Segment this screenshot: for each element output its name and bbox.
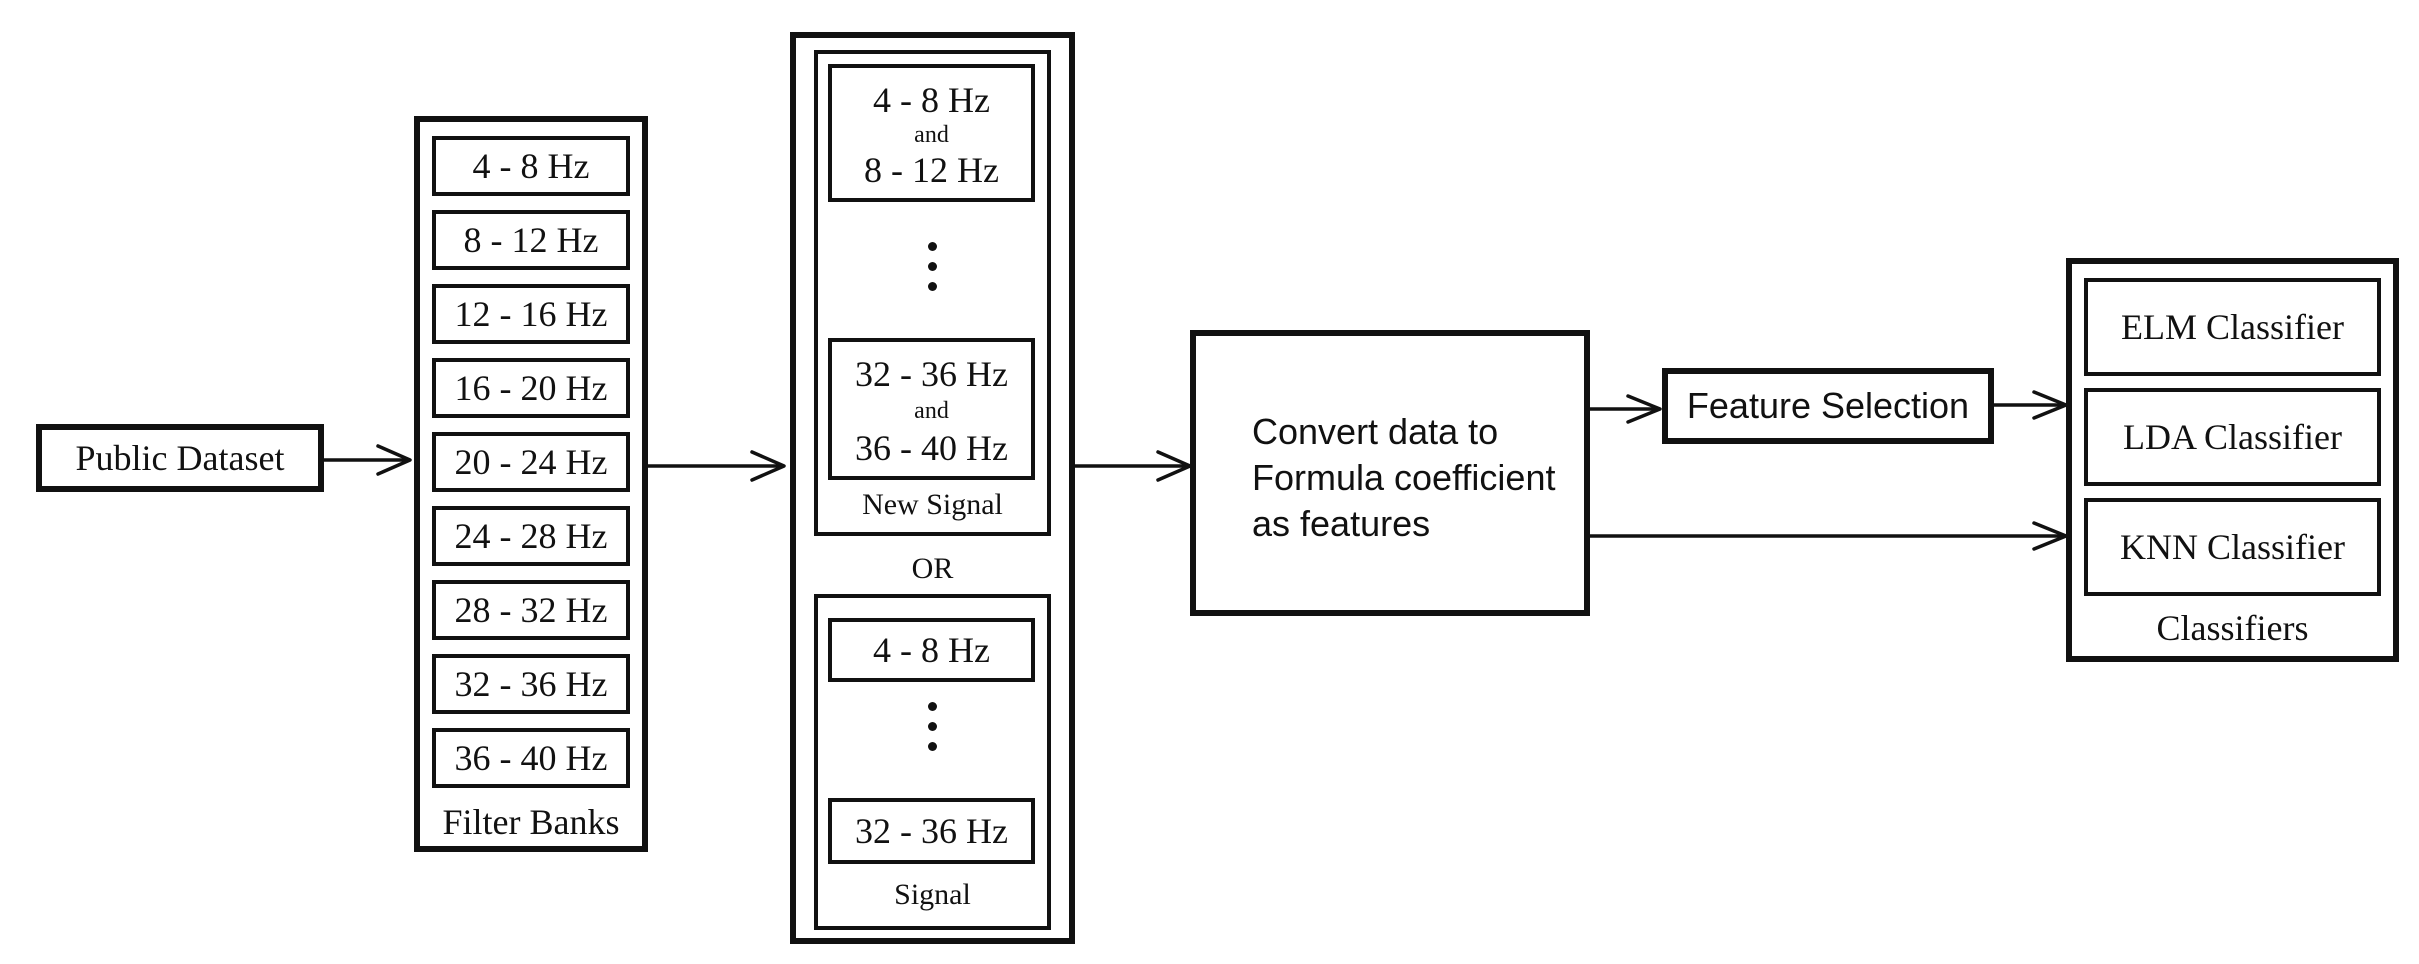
signal-first-band: 4 - 8 Hz xyxy=(828,618,1035,682)
signal-group: 4 - 8 Hz 32 - 36 Hz Signal xyxy=(814,594,1051,930)
signal-caption: Signal xyxy=(894,878,971,911)
classifier-label: ELM Classifier xyxy=(2121,307,2344,347)
new-signal-first-joiner: and xyxy=(914,122,949,148)
filter-band: 36 - 40 Hz xyxy=(432,728,630,788)
arrow-filterbanks-to-signal xyxy=(646,450,786,482)
filter-band: 24 - 28 Hz xyxy=(432,506,630,566)
new-signal-caption: New Signal xyxy=(862,488,1003,521)
filter-band-label: 20 - 24 Hz xyxy=(454,442,608,482)
public-dataset-box: Public Dataset xyxy=(36,424,324,492)
classifier-item: KNN Classifier xyxy=(2084,498,2381,596)
feature-selection-label: Feature Selection xyxy=(1686,385,1970,426)
convert-box: Convert data to Formula coefficient as f… xyxy=(1190,330,1590,616)
filter-banks-group: 4 - 8 Hz 8 - 12 Hz 12 - 16 Hz 16 - 20 Hz… xyxy=(414,116,648,852)
classifier-label: KNN Classifier xyxy=(2120,527,2345,567)
signal-container: 4 - 8 Hz and 8 - 12 Hz 32 - 36 Hz and 36… xyxy=(790,32,1075,944)
new-signal-first-bottom: 8 - 12 Hz xyxy=(864,150,999,190)
filter-band: 4 - 8 Hz xyxy=(432,136,630,196)
arrow-convert-to-feature-selection xyxy=(1588,394,1662,424)
convert-line-1: Convert data to xyxy=(1252,411,1499,452)
new-signal-ellipsis xyxy=(926,242,938,302)
arrow-dataset-to-filterbanks xyxy=(322,444,412,476)
new-signal-last-bottom: 36 - 40 Hz xyxy=(855,428,1008,468)
classifier-item: ELM Classifier xyxy=(2084,278,2381,376)
arrow-signal-to-convert xyxy=(1073,450,1192,482)
filter-band-label: 8 - 12 Hz xyxy=(463,220,599,260)
new-signal-first-top: 4 - 8 Hz xyxy=(873,80,990,120)
filter-band-label: 32 - 36 Hz xyxy=(454,664,608,704)
new-signal-group: 4 - 8 Hz and 8 - 12 Hz 32 - 36 Hz and 36… xyxy=(814,50,1051,536)
new-signal-last-band: 32 - 36 Hz and 36 - 40 Hz xyxy=(828,338,1035,480)
filter-band-label: 28 - 32 Hz xyxy=(454,590,608,630)
filter-band-label: 4 - 8 Hz xyxy=(472,146,590,186)
signal-first-label: 4 - 8 Hz xyxy=(873,630,990,670)
arrow-convert-to-classifiers xyxy=(1588,521,2068,551)
filter-band: 16 - 20 Hz xyxy=(432,358,630,418)
filter-band: 20 - 24 Hz xyxy=(432,432,630,492)
classifiers-caption: Classifiers xyxy=(2156,608,2309,648)
signal-last-band: 32 - 36 Hz xyxy=(828,798,1035,864)
classifiers-group: ELM Classifier LDA Classifier KNN Classi… xyxy=(2066,258,2399,662)
filter-band-label: 24 - 28 Hz xyxy=(454,516,608,556)
filter-band-label: 12 - 16 Hz xyxy=(454,294,608,334)
public-dataset-label: Public Dataset xyxy=(75,438,285,478)
signal-last-label: 32 - 36 Hz xyxy=(855,811,1008,851)
filter-band: 28 - 32 Hz xyxy=(432,580,630,640)
feature-selection-box: Feature Selection xyxy=(1662,368,1994,444)
classifier-item: LDA Classifier xyxy=(2084,388,2381,486)
arrow-feature-selection-to-classifiers xyxy=(1992,390,2068,420)
new-signal-last-joiner: and xyxy=(914,398,949,424)
filter-band-label: 16 - 20 Hz xyxy=(454,368,608,408)
or-label: OR xyxy=(911,552,954,585)
filter-band: 12 - 16 Hz xyxy=(432,284,630,344)
new-signal-last-top: 32 - 36 Hz xyxy=(855,354,1008,394)
filter-banks-caption: Filter Banks xyxy=(442,802,620,842)
signal-ellipsis xyxy=(926,702,938,762)
classifier-label: LDA Classifier xyxy=(2123,417,2342,457)
filter-band-label: 36 - 40 Hz xyxy=(454,738,608,778)
convert-line-3: as features xyxy=(1252,503,1431,544)
filter-band: 8 - 12 Hz xyxy=(432,210,630,270)
new-signal-first-band: 4 - 8 Hz and 8 - 12 Hz xyxy=(828,64,1035,202)
filter-band: 32 - 36 Hz xyxy=(432,654,630,714)
convert-line-2: Formula coefficient xyxy=(1252,457,1556,498)
